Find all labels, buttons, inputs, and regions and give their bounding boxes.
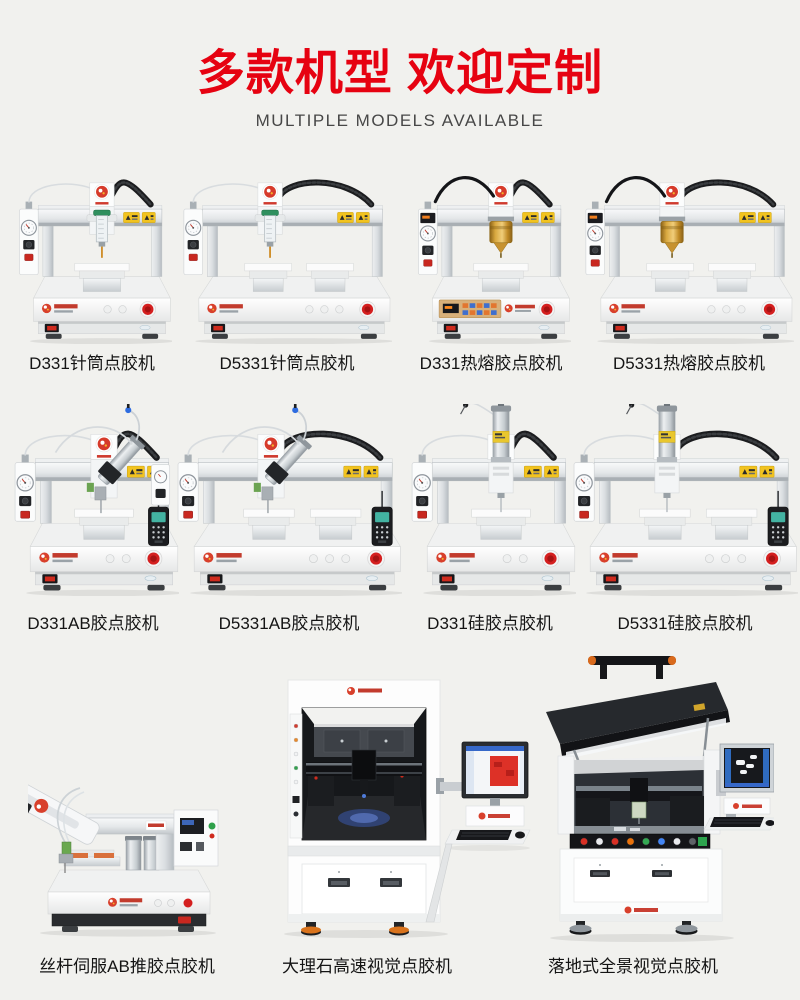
product-hotmelt-dispenser-single [411, 166, 574, 345]
product-label: D331AB胶点胶机 [27, 614, 159, 633]
product-syringe-dispenser-single [12, 166, 175, 345]
product-image-ab-glue-dispenser [14, 404, 182, 597]
product-label: 落地式全景视觉点胶机 [548, 957, 718, 976]
product-label: 大理石高速视觉点胶机 [282, 957, 452, 976]
product-label: D331针筒点胶机 [29, 354, 155, 373]
product-hotmelt-dispenser-double [584, 166, 796, 345]
product-image-syringe-dispenser [19, 179, 175, 345]
product-syringe-dispenser-double [182, 166, 394, 345]
product-image-silicone-dispenser [411, 401, 579, 597]
product-screw-servo-ab-dispenser-large [0, 702, 228, 942]
product-silicone-dispenser-double [572, 401, 800, 597]
product-label: D331硅胶点胶机 [427, 614, 553, 633]
product-image-hotmelt-dispenser [585, 176, 796, 345]
product-image-screw-servo-ab-dispenser [0, 764, 219, 937]
product-label: D5331热熔胶点胶机 [612, 354, 766, 373]
product-ab-glue-dispenser-single [7, 404, 182, 597]
page-subtitle: MULTIPLE MODELS AVAILABLE [255, 111, 545, 130]
page-title: 多款机型 欢迎定制 [196, 47, 604, 100]
product-ab-glue-dispenser-double [176, 404, 405, 597]
product-image-silicone-dispenser [573, 401, 800, 597]
product-image-marble-vision-dispenser [284, 679, 531, 938]
product-label: D5331硅胶点胶机 [617, 614, 753, 633]
product-marble-vision-dispenser-large [276, 678, 534, 940]
product-image-ab-glue-dispenser [177, 404, 405, 597]
product-image-floor-vision-dispenser [546, 656, 777, 942]
product-label: D5331AB胶点胶机 [218, 614, 360, 633]
product-label: 丝杆伺服AB推胶点胶机 [39, 957, 215, 976]
product-silicone-dispenser-single [404, 401, 579, 597]
product-label: D331热熔胶点胶机 [419, 354, 563, 373]
product-image-syringe-dispenser [183, 179, 394, 345]
product-label: D5331针筒点胶机 [219, 354, 355, 373]
product-floor-vision-dispenser-large [530, 652, 777, 944]
product-image-hotmelt-dispenser [418, 176, 574, 345]
